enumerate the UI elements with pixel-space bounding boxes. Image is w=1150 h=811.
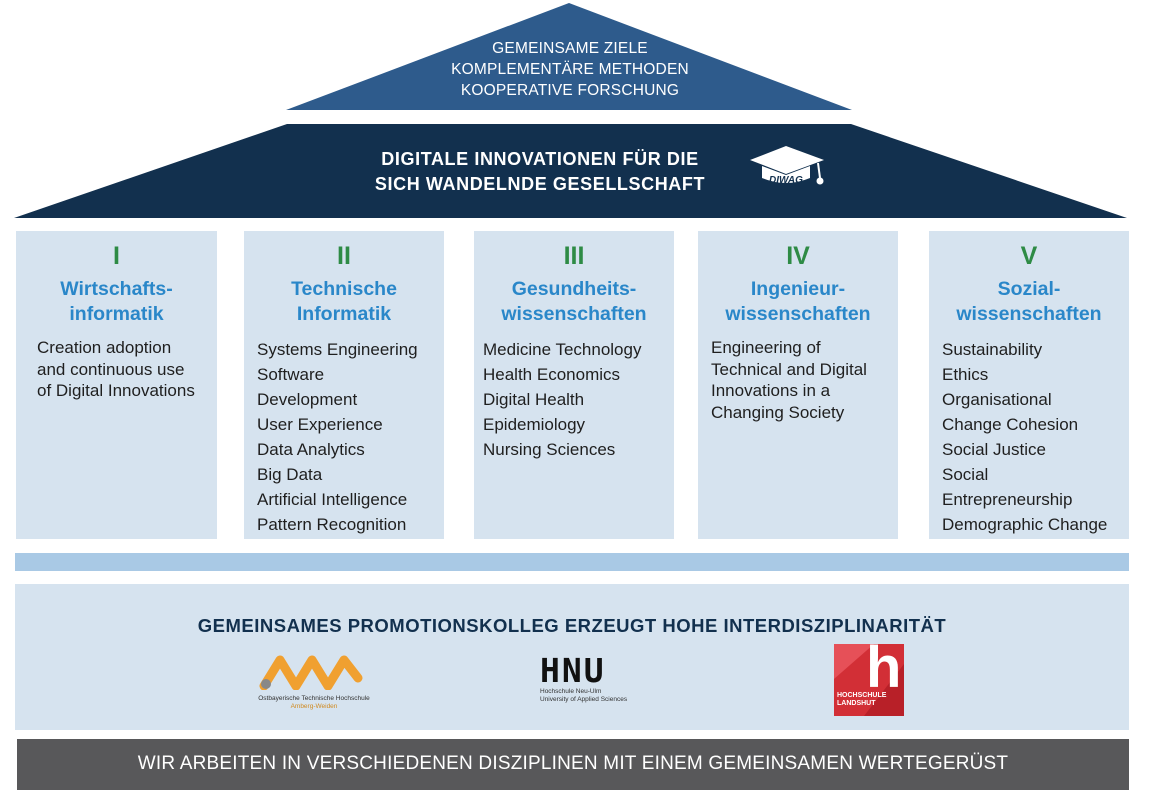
topic-item: Demographic Change <box>942 515 1108 534</box>
footer-bar: WIR ARBEITEN IN VERSCHIEDENEN DISZIPLINE… <box>17 739 1129 790</box>
hnu-wordmark: HNU <box>540 651 606 690</box>
footer-text: WIR ARBEITEN IN VERSCHIEDENEN DISZIPLINE… <box>137 753 1009 774</box>
topic-item: Epidemiology <box>483 415 586 434</box>
pillar-title-line: Ingenieur- <box>750 278 846 300</box>
topic-item: Change Cohesion <box>942 415 1079 434</box>
pillar-title-line: wissenschaften <box>956 303 1102 325</box>
pillar-topic-list: Medicine Technology Health Economics Dig… <box>483 337 641 462</box>
pillar-title-line: Sozial- <box>997 278 1061 300</box>
roof-graphic <box>14 3 1127 218</box>
graduation-cap-icon <box>750 146 824 185</box>
pillar-numeral: III <box>563 242 585 270</box>
topic-item: Health Economics <box>483 365 621 384</box>
pillar-title: Gesundheits- wissenschaften <box>474 277 674 327</box>
description-line: Changing Society <box>711 402 845 422</box>
topic-item: Big Data <box>257 465 323 484</box>
landshut-caption: HOCHSCHULE LANDSHUT <box>837 692 886 708</box>
description-line: Technical and Digital <box>711 359 867 379</box>
hnu-caption-line: University of Applied Sciences <box>540 696 628 703</box>
roof-goal-line: KOMPLEMENTÄRE METHODEN <box>451 61 689 78</box>
oth-logo-mark <box>259 655 363 691</box>
landshut-caption-line: HOCHSCHULE <box>837 692 887 699</box>
hnu-logo-caption: Hochschule Neu-Ulm University of Applied… <box>540 688 650 704</box>
roof-top-triangle <box>286 3 852 110</box>
roof-main-band <box>14 124 1127 218</box>
pillar-title-line: Gesundheits- <box>511 278 637 300</box>
topic-item: Data Analytics <box>257 440 365 459</box>
pillar-topic-list: Sustainability Ethics Organisational Cha… <box>942 337 1107 537</box>
pillar-title-line: Technische <box>291 278 397 300</box>
landshut-logo-pattern <box>834 644 904 716</box>
base-title: GEMEINSAMES PROMOTIONSKOLLEG ERZEUGT HOH… <box>197 615 947 636</box>
description-line: of Digital Innovations <box>37 381 195 400</box>
topic-item: Sustainability <box>942 340 1043 359</box>
pillar-title: Technische Informatik <box>244 277 444 327</box>
pillar-technische-informatik: II Technische Informatik Systems Enginee… <box>244 231 444 539</box>
diwag-badge-text: DIWAG <box>769 175 803 186</box>
base-panel <box>15 584 1129 730</box>
pillar-title: Wirtschafts- informatik <box>16 277 217 327</box>
roof-main-title: DIGITALE INNOVATIONEN FÜR DIE SICH WANDE… <box>300 147 780 197</box>
pillar-topic-list: Systems Engineering Software Development… <box>257 337 418 537</box>
pillar-description: Engineering of Technical and Digital Inn… <box>711 337 867 423</box>
topic-item: Artificial Intelligence <box>257 490 408 509</box>
pillar-numeral: I <box>113 242 120 270</box>
foundation-bar <box>15 553 1129 571</box>
roof-main-line: DIGITALE INNOVATIONEN FÜR DIE <box>381 149 699 169</box>
pillar-numeral: IV <box>786 242 810 270</box>
topic-item: Organisational <box>942 390 1052 409</box>
topic-item: Entrepreneurship <box>942 490 1073 509</box>
diwag-badge: DIWAG <box>748 144 830 196</box>
topic-item: Software <box>257 365 325 384</box>
oth-logo: Ostbayerische Technische Hochschule Ambe… <box>258 652 370 712</box>
description-line: Engineering of <box>711 338 821 357</box>
pillar-title-line: informatik <box>69 303 164 325</box>
topic-item: Development <box>257 390 358 409</box>
pillar-numeral: V <box>1020 242 1038 270</box>
pillar-title-line: wissenschaften <box>725 303 871 325</box>
description-line: and continuous use <box>37 359 185 379</box>
pillar-sozialwissenschaften: V Sozial- wissenschaften Sustainability … <box>929 231 1129 539</box>
pillar-ingenieurwissenschaften: IV Ingenieur- wissenschaften Engineering… <box>698 231 898 539</box>
landshut-letter: h <box>866 644 902 700</box>
roof-goals: GEMEINSAME ZIELE KOMPLEMENTÄRE METHODEN … <box>380 38 760 101</box>
topic-item: User Experience <box>257 415 383 434</box>
landshut-caption-line: LANDSHUT <box>837 700 876 707</box>
pillar-title: Sozial- wissenschaften <box>929 277 1129 327</box>
pillar-description: Creation adoption and continuous use of … <box>37 337 195 402</box>
pillar-wirtschaftsinformatik: I Wirtschafts- informatik Creation adopt… <box>16 231 217 539</box>
landshut-logo: h HOCHSCHULE LANDSHUT <box>834 644 904 716</box>
pillar-numeral: II <box>337 242 351 270</box>
oth-caption-line: Ostbayerische Technische Hochschule <box>258 695 370 702</box>
pillar-title-line: wissenschaften <box>501 303 647 325</box>
topic-item: Systems Engineering <box>257 340 418 359</box>
topic-item: Medicine Technology <box>483 340 642 359</box>
pillar-title: Ingenieur- wissenschaften <box>698 277 898 327</box>
oth-logo-caption: Ostbayerische Technische Hochschule Ambe… <box>258 695 370 711</box>
description-line: Innovations in a <box>711 381 831 400</box>
roof-main-line: SICH WANDELNDE GESELLSCHAFT <box>374 174 706 194</box>
topic-item: Nursing Sciences <box>483 440 616 459</box>
topic-item: Ethics <box>942 365 989 384</box>
oth-caption-line: Amberg-Weiden <box>290 703 338 710</box>
roof-goal-line: KOOPERATIVE FORSCHUNG <box>460 82 680 99</box>
topic-item: Social Justice <box>942 440 1046 459</box>
topic-item: Digital Health <box>483 390 585 409</box>
hnu-caption-line: Hochschule Neu-Ulm <box>540 688 602 695</box>
pillar-title-line: Wirtschafts- <box>60 278 173 300</box>
hnu-logo: HNU Hochschule Neu-Ulm University of App… <box>540 654 650 708</box>
pillar-gesundheitswissenschaften: III Gesundheits- wissenschaften Medicine… <box>474 231 674 539</box>
topic-item: Social <box>942 465 989 484</box>
roof-goal-line: GEMEINSAME ZIELE <box>492 40 648 57</box>
description-line: Creation adoption <box>37 338 172 357</box>
topic-item: Pattern Recognition <box>257 515 407 534</box>
pillar-title-line: Informatik <box>296 303 392 325</box>
